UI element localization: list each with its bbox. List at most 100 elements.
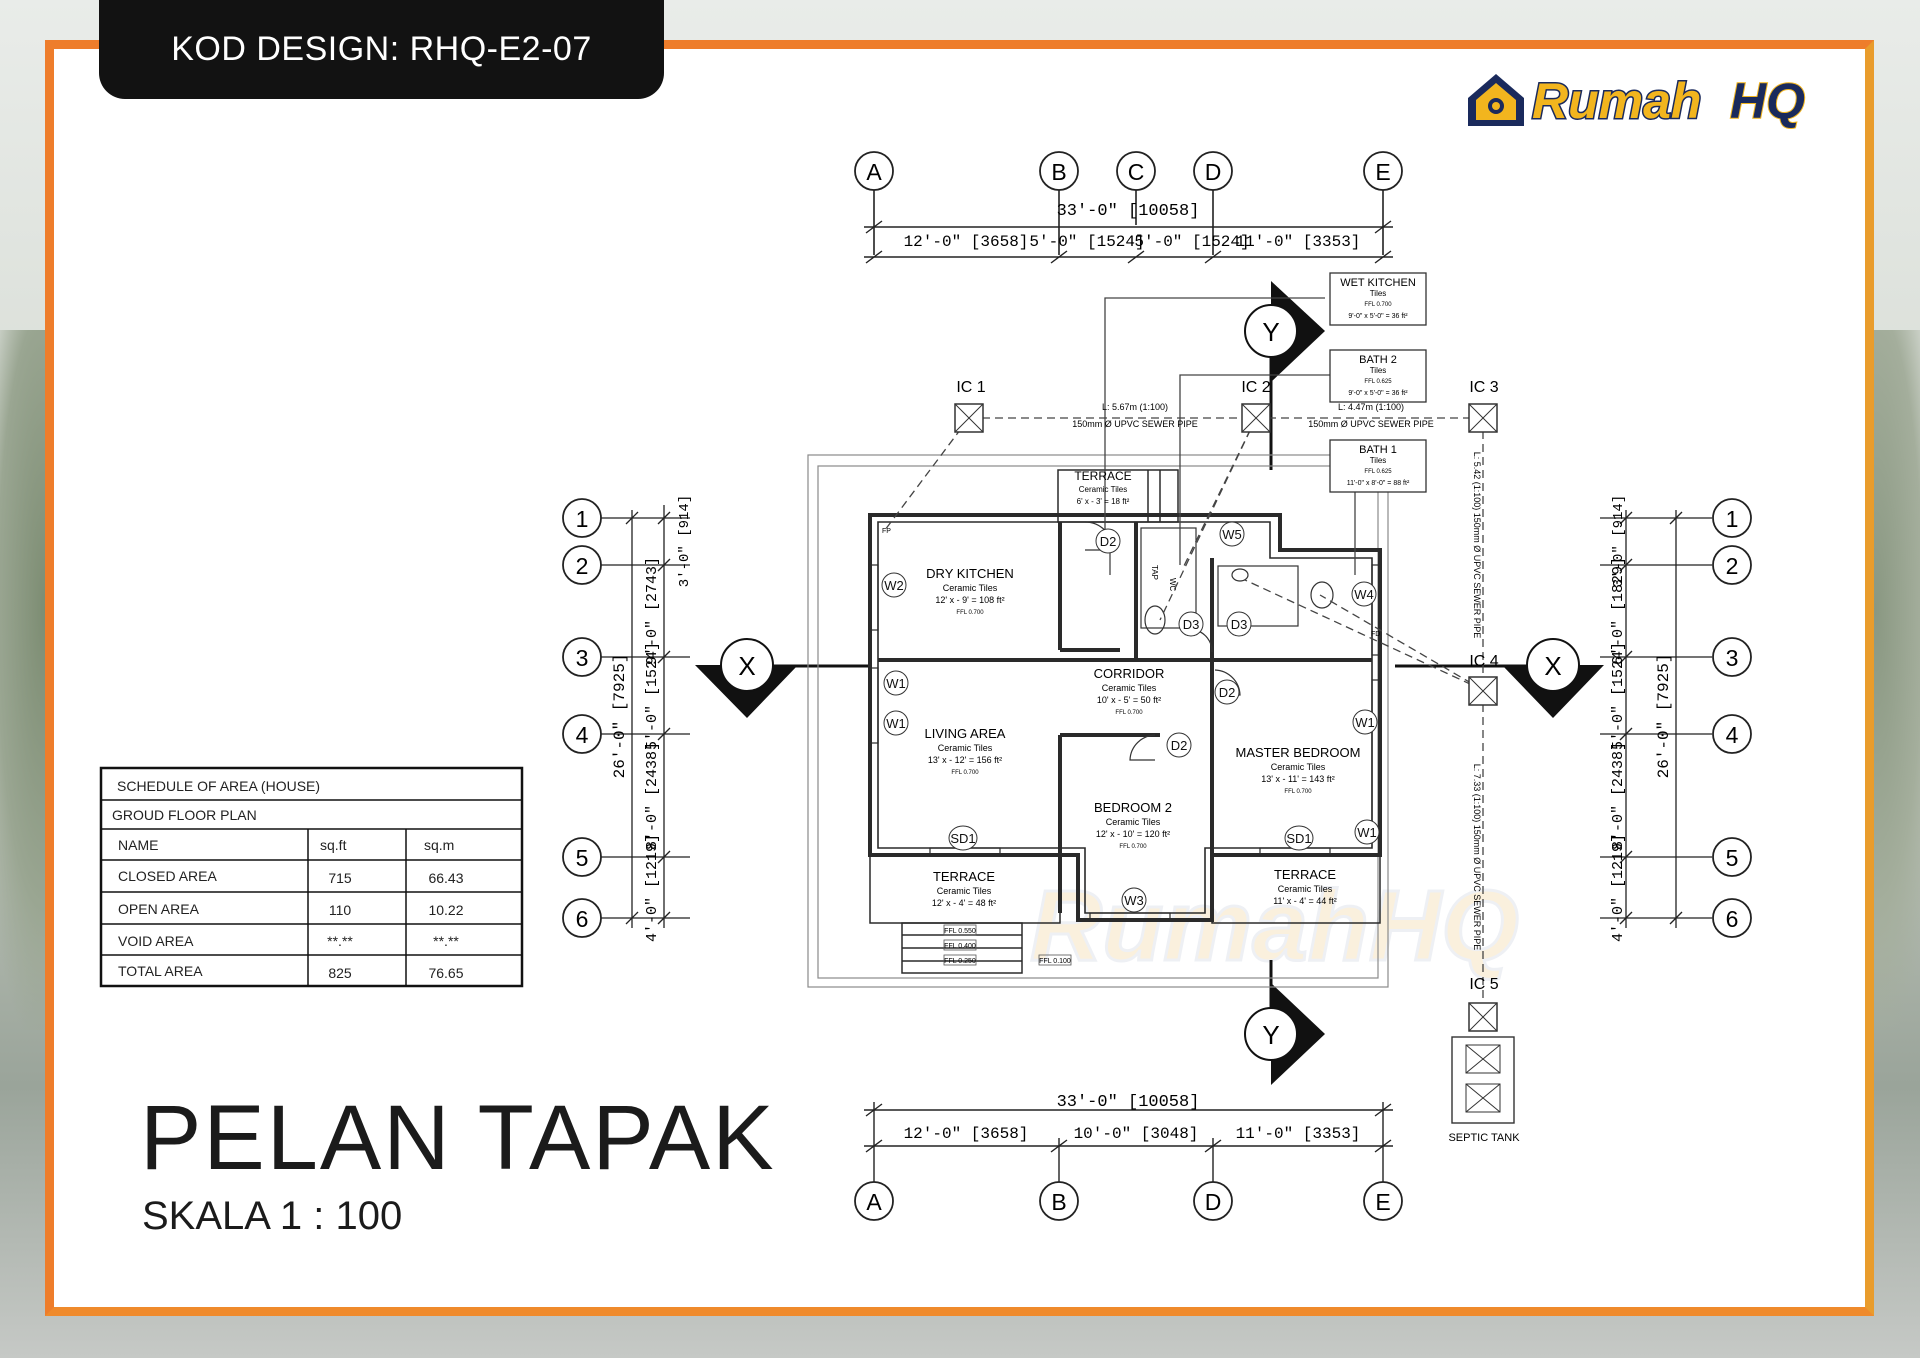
top-dimension-1: 12'-0" [3658] bbox=[904, 233, 1029, 251]
schedule-row-3-name: VOID AREA bbox=[118, 933, 194, 949]
room-terrace-left-finish: Ceramic Tiles bbox=[937, 886, 992, 896]
top-dimension-3: 5'-0" [1524] bbox=[1134, 233, 1249, 251]
bottom-total-dimension: 33'-0" [10058] bbox=[1057, 1093, 1200, 1112]
svg-text:RumahHQ: RumahHQ bbox=[1030, 870, 1519, 982]
grid-bottom-D: D bbox=[1193, 1181, 1233, 1221]
schedule-row-3-sqft: **.** bbox=[327, 933, 353, 949]
room-dry-kitchen-ffl: FFL 0.700 bbox=[956, 610, 984, 616]
upper-terrace bbox=[1057, 469, 1179, 523]
schedule-row-3-sqm: **.** bbox=[433, 933, 459, 949]
fixture-fp-label: FP bbox=[882, 528, 891, 535]
window-tag-w1-a: W1 bbox=[883, 670, 909, 696]
room-master-bedroom-ffl: FFL 0.700 bbox=[1284, 789, 1312, 795]
tag-bath-2-finish: Tiles bbox=[1370, 366, 1387, 375]
grid-label-right-6: 6 bbox=[1726, 906, 1739, 932]
room-terrace-right-finish: Ceramic Tiles bbox=[1278, 884, 1333, 894]
right-dimension-4: 8'-0" [2438] bbox=[1610, 742, 1627, 850]
grid-right-1: 1 bbox=[1712, 498, 1752, 538]
pipe-left-spec: 150mm Ø UPVC SEWER PIPE bbox=[1072, 419, 1198, 429]
ic-2-label: IC 2 bbox=[1241, 379, 1270, 396]
room-master-bedroom: MASTER BEDROOM Ceramic Tiles 13' x - 11'… bbox=[1236, 745, 1361, 795]
tag-bath-1-size: 11'-0" x 8'-0" = 88 ft² bbox=[1347, 480, 1410, 487]
room-corridor-finish: Ceramic Tiles bbox=[1102, 683, 1157, 693]
schedule-row-4-sqft: 825 bbox=[328, 965, 352, 981]
d2-label-c: D2 bbox=[1171, 738, 1188, 753]
schedule-row-2-sqm: 10.22 bbox=[428, 902, 463, 918]
room-living-area-finish: Ceramic Tiles bbox=[938, 743, 993, 753]
grid-left-2: 2 bbox=[562, 545, 602, 585]
pipe-vertical-1: L: 5.42 (1:100) 150mm Ø UPVC SEWER PIPE bbox=[1472, 452, 1482, 639]
grid-right-3: 3 bbox=[1712, 637, 1752, 677]
right-dimension-5: 4'-0" [1219] bbox=[1610, 834, 1627, 942]
room-terrace-top-size: 6' x - 3' = 18 ft² bbox=[1077, 497, 1130, 506]
left-dimension-4: 8'-0" [2438] bbox=[644, 742, 661, 850]
fixture-wc-label: WC bbox=[1168, 578, 1177, 592]
grid-bottom-B: B bbox=[1039, 1181, 1079, 1221]
top-total-dimension: 33'-0" [10058] bbox=[1057, 202, 1200, 221]
sd1-label-a: SD1 bbox=[950, 831, 975, 846]
opening-tags: W2 W1 W1 W1 W1 W3 W4 W5 D2 D2 D2 D3 D3 S… bbox=[881, 521, 1380, 913]
design-code-label: KOD DESIGN: RHQ-E2-07 bbox=[171, 30, 592, 68]
grid-label-bottom-B: B bbox=[1051, 1189, 1066, 1215]
room-terrace-left: TERRACE Ceramic Tiles 12' x - 4' = 48 ft… bbox=[932, 869, 996, 908]
window-tag-w3: W3 bbox=[1121, 887, 1147, 913]
w1-label-b: W1 bbox=[886, 716, 906, 731]
room-terrace-right-size: 11' x - 4' = 44 ft² bbox=[1273, 896, 1337, 906]
grid-label-bottom-D: D bbox=[1205, 1189, 1222, 1215]
left-dimension-1: 3'-0" [914] bbox=[677, 495, 693, 587]
room-terrace-top-finish: Ceramic Tiles bbox=[1079, 485, 1127, 494]
ic-3-label: IC 3 bbox=[1469, 379, 1498, 396]
stair-ffl-labels: FFL 0.550 FFL 0.400 FFL 0.250 FFL 0.100 bbox=[943, 924, 1072, 966]
grid-top-C: C bbox=[1116, 151, 1156, 191]
window-tag-w2: W2 bbox=[881, 572, 907, 598]
grid-label-left-1: 1 bbox=[576, 506, 589, 532]
grid-label-left-6: 6 bbox=[576, 906, 589, 932]
section-marker-x-left: X bbox=[695, 638, 870, 718]
grid-label-top-C: C bbox=[1128, 159, 1145, 185]
bottom-dimension-1: 12'-0" [3658] bbox=[904, 1125, 1029, 1143]
sliding-door-tag-sd1-b: SD1 bbox=[1284, 825, 1314, 851]
svg-text:Rumah: Rumah bbox=[1532, 73, 1701, 129]
w4-label: W4 bbox=[1354, 587, 1374, 602]
bottom-dimension-3: 11'-0" [3353] bbox=[1236, 1125, 1361, 1143]
ffl-step-2: FFL 0.400 bbox=[944, 943, 976, 950]
grid-top-B: B bbox=[1039, 151, 1079, 191]
schedule-row-1-name: CLOSED AREA bbox=[118, 868, 217, 884]
sd1-label-b: SD1 bbox=[1286, 831, 1311, 846]
schedule-subheading: GROUD FLOOR PLAN bbox=[112, 807, 257, 823]
window-tag-w1-c: W1 bbox=[1352, 709, 1378, 735]
design-code-tab: KOD DESIGN: RHQ-E2-07 bbox=[99, 0, 664, 99]
left-dimension-3: 5'-0" [1524] bbox=[644, 642, 661, 750]
section-marker-y-top: Y bbox=[1244, 281, 1325, 470]
room-master-bedroom-size: 13' x - 11' = 143 ft² bbox=[1261, 774, 1335, 784]
grid-left-4: 4 bbox=[562, 714, 602, 754]
schedule-row-1-sqm: 66.43 bbox=[428, 870, 463, 886]
schedule-row-4-name: TOTAL AREA bbox=[118, 963, 203, 979]
tag-wet-kitchen: WET KITCHEN Tiles FFL 0.700 9'-0" x 5'-0… bbox=[1329, 272, 1427, 326]
left-dimension-2: 9'-0" [2743] bbox=[644, 557, 661, 665]
schedule-col-sqm: sq.m bbox=[424, 837, 454, 853]
room-bedroom-2-ffl: FFL 0.700 bbox=[1119, 844, 1147, 850]
schedule-of-area-table: SCHEDULE OF AREA (HOUSE) GROUD FLOOR PLA… bbox=[99, 766, 524, 988]
inspection-chamber-5: IC 5 bbox=[1468, 976, 1499, 1032]
grid-left-1: 1 bbox=[562, 498, 602, 538]
fixture-fd-label: FD bbox=[1371, 631, 1380, 638]
grid-bottom-E: E bbox=[1363, 1181, 1403, 1221]
grid-label-left-5: 5 bbox=[576, 845, 589, 871]
room-terrace-top-name: TERRACE bbox=[1074, 469, 1131, 483]
grid-label-top-B: B bbox=[1051, 159, 1066, 185]
grid-right-5: 5 bbox=[1712, 837, 1752, 877]
room-bedroom-2-name: BEDROOM 2 bbox=[1094, 800, 1172, 815]
ic-1-label: IC 1 bbox=[956, 379, 985, 396]
inspection-chamber-3: IC 3 bbox=[1468, 379, 1499, 433]
tag-bath-2-size: 9'-0" x 5'-0" = 36 ft² bbox=[1348, 390, 1408, 397]
room-terrace-left-name: TERRACE bbox=[933, 869, 995, 884]
left-dimension-5: 4'-0" [1219] bbox=[644, 834, 661, 942]
d3-label-a: D3 bbox=[1183, 617, 1200, 632]
inspection-chamber-2: IC 2 bbox=[1241, 379, 1271, 433]
w1-label-a: W1 bbox=[886, 676, 906, 691]
room-corridor-name: CORRIDOR bbox=[1094, 666, 1165, 681]
door-tag-d2-a: D2 bbox=[1095, 528, 1121, 554]
ffl-step-3: FFL 0.250 bbox=[944, 958, 976, 965]
room-dry-kitchen-size: 12' x - 9' = 108 ft² bbox=[935, 595, 1004, 605]
